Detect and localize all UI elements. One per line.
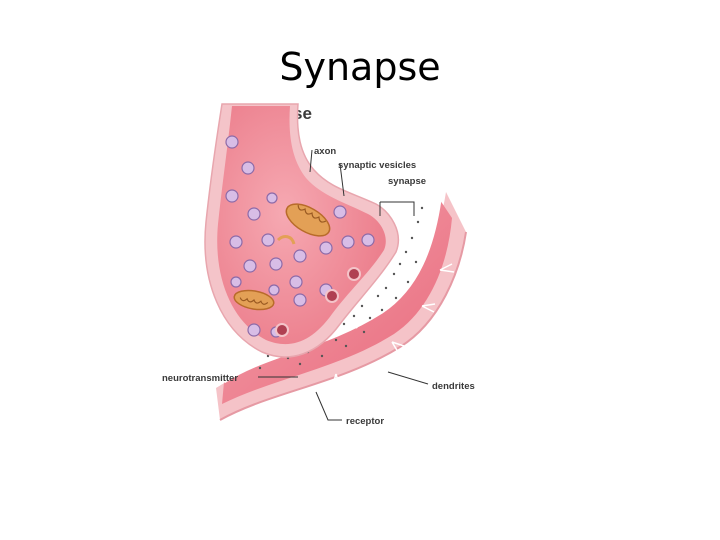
label-dendrites: dendrites (432, 381, 475, 392)
label-axon: axon (314, 146, 336, 157)
label-synapse: synapse (388, 176, 426, 187)
synapse-illustration: Synapse (162, 103, 475, 427)
fusion-pockets (275, 267, 361, 337)
dendrite-body (222, 200, 452, 404)
leader-lines (258, 149, 429, 421)
mitochondria (233, 203, 331, 311)
dendrite-membrane (223, 199, 442, 384)
slide-title: Synapse (279, 45, 441, 89)
label-receptor: receptor (346, 416, 384, 427)
label-synaptic-vesicles: synaptic vesicles (338, 160, 416, 171)
synapse-diagram: Synapse (150, 92, 480, 442)
label-neurotransmitter: neurotransmitter (162, 373, 238, 384)
receptors (239, 213, 435, 369)
